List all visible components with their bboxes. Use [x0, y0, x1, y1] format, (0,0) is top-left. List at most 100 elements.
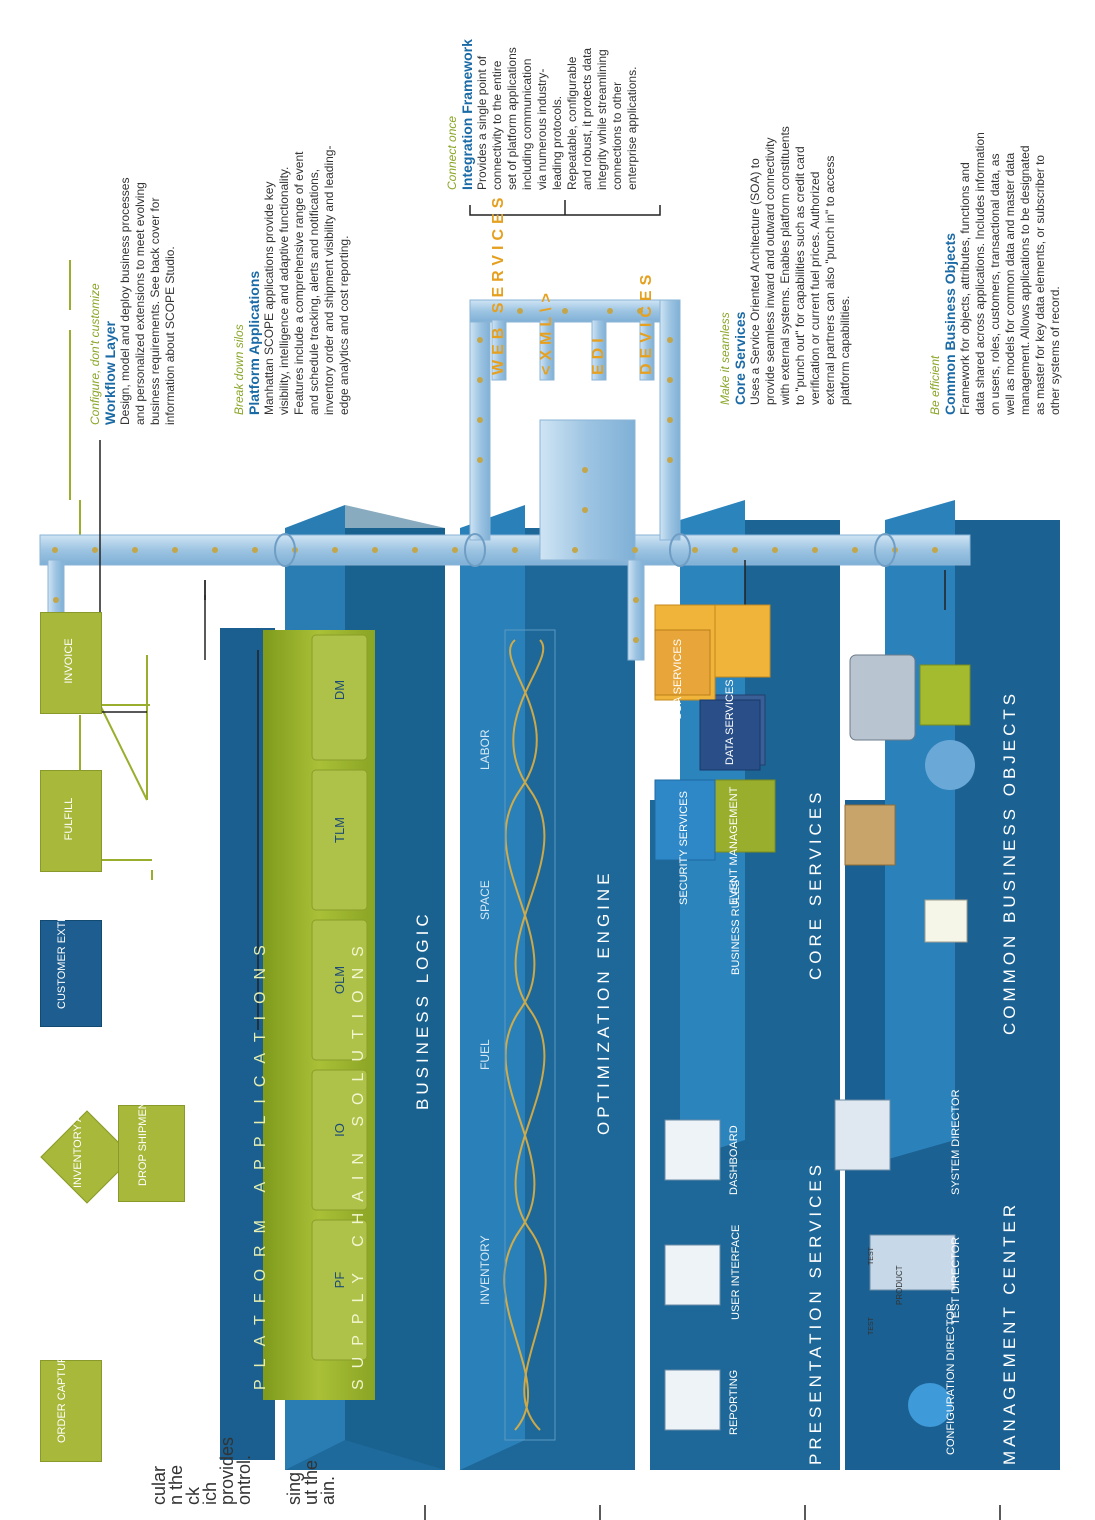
core-annotation-line-7: platform capabilities.	[838, 295, 852, 405]
platform-annotation-line-6: edge analytics and cost reporting.	[337, 235, 351, 415]
mgmt-system-director-label: SYSTEM DIRECTOR	[950, 1089, 962, 1195]
mgmt-configuration-director-label: CONFIGURATION DIRECTOR	[945, 1303, 957, 1455]
partial-text-6: ontrol.	[234, 1454, 254, 1505]
workflow-annotation-title: Workflow Layer	[102, 321, 118, 425]
workflow-annotation-tag: Configure, don't customize	[88, 283, 102, 425]
presentation-user-interface-label: USER INTERFACE	[730, 1224, 742, 1320]
integration-edi: EDI	[590, 333, 607, 375]
opt-space-label: SPACE	[478, 880, 492, 920]
opt-fuel-label: FUEL	[478, 1039, 492, 1070]
platform-applications-header: PLATFORM APPLICATIONS	[252, 933, 269, 1390]
app-pf: PF	[332, 1271, 347, 1289]
cbo-annotation-line-7: other systems of record.	[1048, 286, 1062, 415]
integration-annotation-line-4: including communication	[520, 58, 534, 190]
platform-annotation-title: Platform Applications	[246, 270, 262, 415]
core-annotation-line-3: with external systems. Enables platform …	[778, 126, 792, 405]
platform-annotation-line-2: visibility, intelligence and adaptive fu…	[277, 166, 291, 415]
platform-annotation-line-3: Features include a comprehensive range o…	[292, 151, 306, 416]
integration-annotation-title: Integration Framework	[459, 39, 475, 190]
platform-annotation-line-4: and schedule tracking, alerts and notifi…	[307, 168, 321, 415]
left-edge-ticks	[424, 1505, 1001, 1520]
optimization-frame	[504, 629, 556, 1441]
cbo-annotation-tag: Be efficient	[928, 355, 942, 415]
cbo-icons	[844, 654, 975, 943]
mgmt-test-director-label: TEST DIRECTOR	[950, 1236, 962, 1325]
workflow-annotation-line-4: information about SCOPE Studio.	[163, 246, 177, 425]
app-io: IO	[332, 1123, 347, 1137]
app-tlm: TLM	[332, 817, 347, 843]
opt-inventory-label: INVENTORY	[478, 1235, 492, 1305]
integration-annotation-line-9: integrity while streamlining	[595, 49, 609, 190]
integration-annotation-line-8: and robust, it protects data	[580, 47, 594, 190]
presentation-reporting-label: REPORTING	[728, 1369, 740, 1435]
layer-management-center: MANAGEMENT CENTER	[1000, 1200, 1019, 1465]
core-data-services-label: DATA SERVICES	[724, 679, 736, 765]
core-annotation-line-5: verification or current fuel prices. Aut…	[808, 171, 822, 405]
invoice-label: INVOICE	[63, 638, 75, 684]
optimization-wave	[503, 639, 547, 1431]
drop-shipment-label: DROP SHIPMENT	[137, 1094, 149, 1186]
layer-optimization-engine: OPTIMIZATION ENGINE	[594, 869, 613, 1135]
core-annotation-line-6: external partners can also "punch in" to…	[823, 155, 837, 405]
test-tag-1: TEST	[868, 1317, 875, 1335]
integration-annotation-line-7: Repeatable, configurable	[565, 56, 579, 190]
cbo-annotation-line-4: well as models for common data and maste…	[1003, 152, 1017, 415]
core-business-rules-label: BUSINESS RULES	[730, 879, 742, 975]
workflow-order-capture: ORDER CAPTURE	[40, 1347, 102, 1462]
customer-extension-label: CUSTOMER EXTENSION	[56, 879, 68, 1009]
layer-business-logic: BUSINESS LOGIC	[413, 910, 432, 1110]
layer-presentation-services: PRESENTATION SERVICES	[806, 1160, 825, 1465]
layer-common-business-objects: COMMON BUSINESS OBJECTS	[1000, 689, 1019, 1035]
cbo-annotation-line-1: Framework for objects, attributes, funct…	[958, 162, 972, 415]
integration-web-services: WEB SERVICES	[490, 192, 507, 375]
soa-boxes	[654, 629, 761, 771]
integration-annotation-line-5: via numerous industry-	[535, 68, 549, 190]
core-security-services-label: SECURITY SERVICES	[678, 791, 690, 905]
cbo-annotation-line-5: management. Allows applications to be de…	[1018, 145, 1032, 415]
workflow-fulfill: FULFILL	[40, 770, 102, 872]
cbo-annotation-line-6: as master for key data elements, or subs…	[1033, 154, 1047, 415]
cbo-annotation: Be efficient Common Business Objects Fra…	[928, 132, 1063, 415]
integration-pipe	[39, 299, 971, 661]
app-dm: DM	[332, 679, 347, 701]
workflow-drop-shipment: DROP SHIPMENT	[118, 1094, 185, 1202]
integration-xml: <XML\>	[538, 288, 555, 375]
core-annotation-title: Core Services	[732, 311, 748, 405]
supply-chain-solutions-header: SUPPLY CHAIN SOLUTIONS	[350, 935, 367, 1390]
integration-annotation-line-3: set of platform applications	[505, 47, 519, 190]
integration-annotation-line-1: Provides a single point of	[475, 55, 489, 190]
workflow-annotation-line-3: business requirements. See back cover fo…	[148, 197, 162, 425]
core-annotation-tag: Make it seamless	[718, 312, 732, 405]
integration-annotation-tag: Connect once	[445, 115, 459, 190]
core-annotation-line-1: Uses a Service Oriented Architecture (SO…	[748, 158, 762, 405]
fulfill-label: FULFILL	[63, 797, 75, 841]
integration-annotation-line-6: leading protocols.	[550, 95, 564, 190]
core-annotation-line-4: to "punch out" for capabilities such as …	[793, 146, 807, 405]
app-olm: OLM	[332, 965, 347, 995]
presentation-dashboard-label: DASHBOARD	[728, 1125, 740, 1195]
management-icons	[834, 1099, 956, 1427]
core-soa-services-label: SOA SERVICES	[672, 638, 684, 720]
platform-annotation-line-5: inventory order and shipment visibility …	[322, 145, 336, 415]
workflow-annotation-line-1: Design, model and deploy business proces…	[118, 177, 132, 425]
workflow-customer-extension: CUSTOMER EXTENSION	[40, 879, 102, 1027]
integration-annotation-line-10: connections to other	[610, 81, 624, 190]
opt-labor-label: LABOR	[478, 729, 492, 770]
core-event-management-label: EVENT MANAGEMENT	[728, 786, 740, 905]
cbo-annotation-line-3: on users, roles, customers, transactiona…	[988, 153, 1002, 415]
platform-annotation-line-1: Manhattan SCOPE applications provide key	[262, 181, 276, 415]
inventory-available-label: INVENTORY AVAILABLE	[72, 1064, 84, 1188]
cbo-annotation-line-2: data shared across applications. Include…	[973, 132, 987, 415]
cbo-annotation-title: Common Business Objects	[942, 232, 958, 415]
order-capture-label: ORDER CAPTURE	[56, 1347, 68, 1443]
integration-devices: DEVICES	[638, 269, 655, 375]
workflow-annotation-line-2: and personalized extensions to meet evol…	[133, 182, 147, 425]
workflow-annotation: Configure, don't customize Workflow Laye…	[88, 178, 178, 425]
workflow-invoice: INVOICE	[40, 612, 102, 714]
integration-annotation-line-11: enterprise applications.	[625, 66, 639, 190]
core-annotation: Make it seamless Core Services Uses a Se…	[718, 126, 853, 405]
test-tag-2: TEST	[868, 1247, 875, 1265]
partial-text-9: ain.	[318, 1475, 338, 1505]
integration-annotation-line-2: connectivity to the entire	[490, 60, 504, 190]
